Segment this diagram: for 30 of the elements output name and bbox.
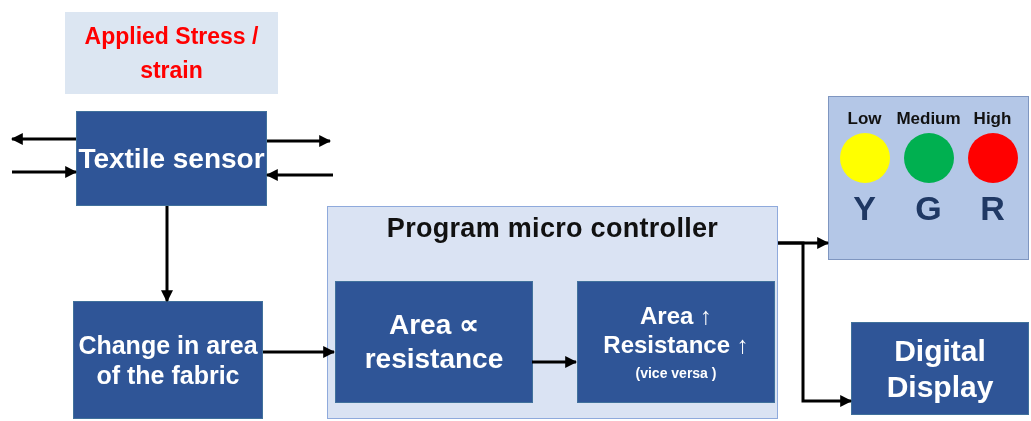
container-box [327, 206, 778, 419]
box-label: Applied Stress / strain [83, 21, 260, 85]
level-label: Medium [896, 109, 961, 129]
arrow [778, 241, 853, 407]
arrow [12, 166, 78, 178]
level-label: High [973, 109, 1012, 129]
arrow [265, 169, 333, 181]
process-box [76, 111, 267, 206]
box-label: Textile sensor [78, 141, 265, 176]
level-label: Low [847, 109, 882, 129]
process-box [851, 322, 1029, 415]
process-box [577, 281, 775, 403]
arrow [263, 346, 336, 358]
box-label: Digital Display [885, 332, 995, 405]
light-letter: R [980, 189, 1005, 228]
arrow [10, 133, 76, 145]
light-letter: G [915, 189, 942, 228]
light-letter: Y [853, 189, 876, 228]
process-box [73, 301, 263, 419]
box-note: (vice versa ) [635, 365, 717, 383]
process-box [335, 281, 533, 403]
note-box [65, 12, 278, 94]
box-label: Area ∝ resistance [363, 308, 505, 376]
indicator-panel [828, 96, 1029, 260]
container-title: Program micro controller [386, 213, 719, 244]
arrow [161, 206, 173, 303]
arrow [532, 356, 578, 368]
arrow [267, 135, 332, 147]
box-label: Change in area of the fabric [77, 330, 259, 390]
box-label: Area ↑ Resistance ↑ [602, 301, 750, 360]
